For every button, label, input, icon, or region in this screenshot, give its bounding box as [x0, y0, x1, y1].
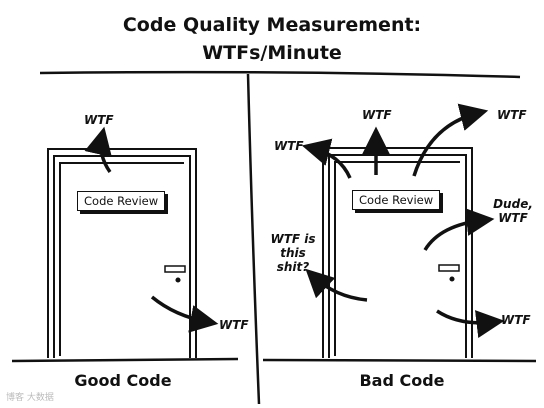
wtf-label: WTF — [219, 318, 249, 332]
caption-good-code: Good Code — [74, 371, 172, 390]
wtf-label: WTF — [362, 108, 392, 122]
arrow-left-right — [150, 295, 219, 333]
header-divider — [39, 70, 521, 79]
arrow-left-up — [84, 126, 112, 174]
code-review-sign-good: Code Review — [77, 191, 166, 211]
wtf-label: WTF is this shit? — [270, 232, 316, 274]
arrow-right-ne — [412, 103, 489, 177]
wtf-label: Dude, WTF — [493, 197, 533, 225]
arrow-right-lower — [436, 309, 505, 338]
arrow-right-upright — [423, 208, 495, 251]
arrow-right-left — [305, 268, 368, 302]
floor-right — [262, 358, 537, 363]
floor-left — [11, 357, 239, 363]
wtf-label: WTF — [501, 313, 531, 327]
panel-divider — [246, 73, 261, 405]
wtf-label: WTF — [497, 108, 527, 122]
watermark: 博客 大数据 — [6, 393, 54, 403]
door-frame-left — [47, 148, 197, 358]
caption-bad-code: Bad Code — [359, 371, 445, 390]
title-line-2: WTFs/Minute — [202, 42, 342, 64]
door-handle-left — [164, 265, 186, 283]
arrow-right-nw — [301, 138, 352, 179]
title-line-1: Code Quality Measurement: — [122, 14, 422, 36]
wtf-label: WTF — [274, 139, 304, 153]
code-review-sign-bad: Code Review — [352, 190, 441, 210]
wtf-label: WTF — [84, 113, 114, 127]
door-frame-right — [322, 147, 473, 358]
door-handle-right — [438, 264, 460, 282]
